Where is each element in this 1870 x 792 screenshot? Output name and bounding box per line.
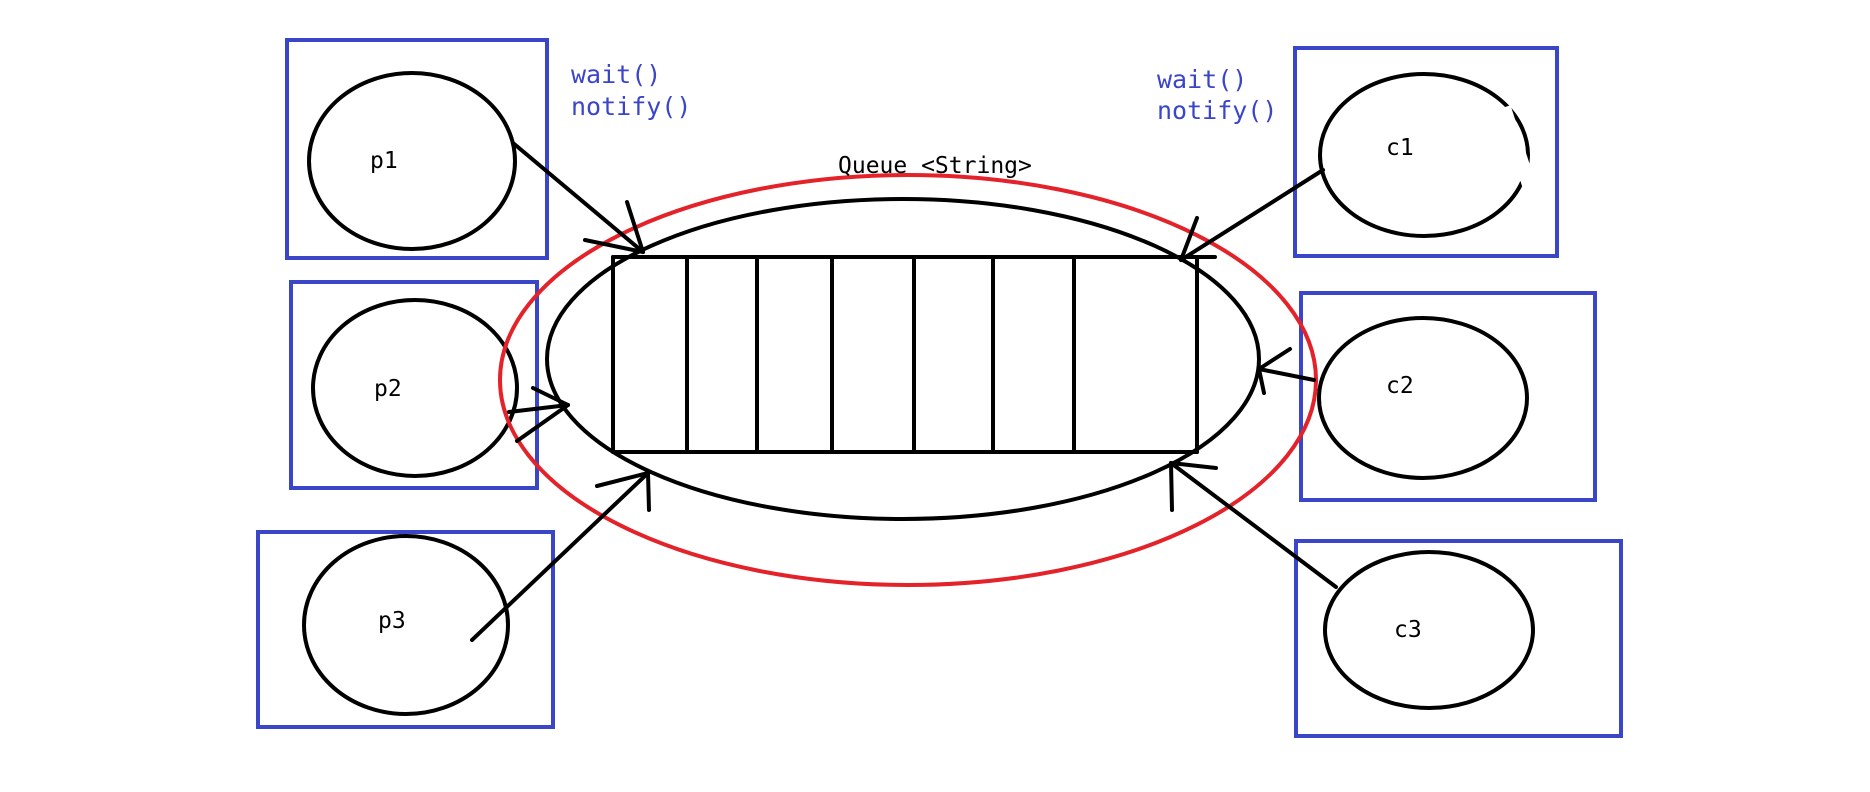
producer-label-p3: p3	[378, 608, 406, 634]
consumer-label-c1: c1	[1386, 135, 1414, 161]
consumer-thread-c1	[1318, 72, 1530, 238]
arrow-p3-to-queue	[470, 471, 651, 642]
consumer-label-c3: c3	[1394, 617, 1422, 643]
eraser-mark	[1497, 105, 1541, 203]
queue-buffer	[611, 255, 1217, 454]
producer-note-notify: notify()	[571, 92, 691, 121]
arrow-queue-to-c1	[1179, 168, 1325, 262]
producer-thread-p2	[311, 298, 519, 478]
consumer-note-wait: wait()	[1157, 65, 1247, 94]
arrow-queue-to-c3	[1169, 461, 1338, 589]
producer-box-p2	[289, 280, 539, 490]
consumer-box-c3	[1294, 539, 1623, 738]
producer-note-wait: wait()	[571, 60, 661, 89]
consumer-thread-c3	[1323, 550, 1535, 710]
producer-thread-p3	[302, 534, 510, 716]
arrow-p1-to-queue	[511, 141, 645, 254]
consumer-box-c2	[1299, 291, 1597, 502]
producer-box-p1	[285, 38, 549, 260]
consumer-box-c1	[1293, 46, 1559, 258]
consumer-thread-c2	[1317, 316, 1529, 480]
producer-thread-p1	[307, 71, 517, 251]
queue-label: Queue <String>	[838, 153, 1032, 179]
producer-label-p1: p1	[370, 148, 398, 174]
consumer-label-c2: c2	[1386, 373, 1414, 399]
arrow-p2-to-queue	[507, 386, 570, 443]
queue-container	[545, 197, 1261, 521]
producer-box-p3	[256, 530, 555, 729]
arrow-queue-to-c2	[1257, 347, 1316, 395]
consumer-note-notify: notify()	[1157, 96, 1277, 125]
producer-label-p2: p2	[374, 376, 402, 402]
